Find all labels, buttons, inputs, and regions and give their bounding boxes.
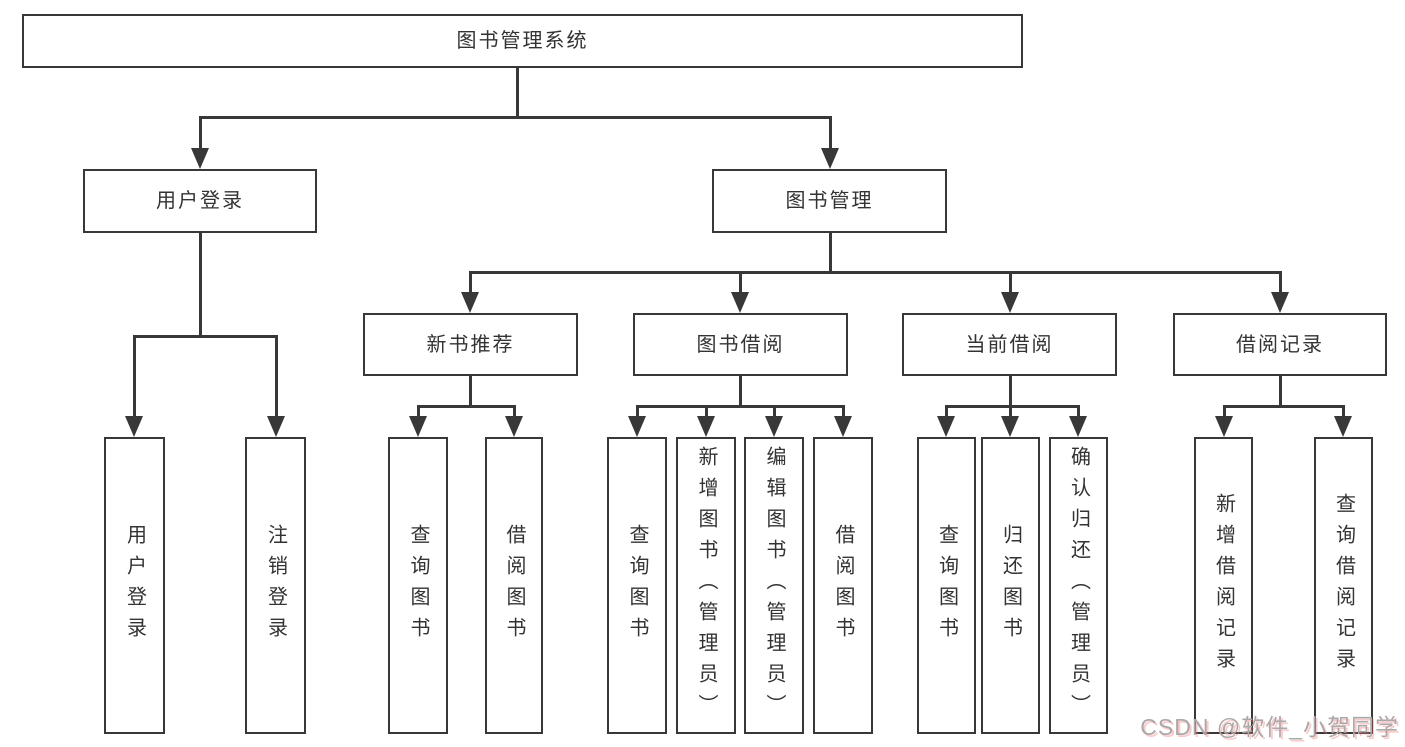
arrowhead-down-icon	[505, 416, 523, 437]
node-label: 用户登录	[156, 190, 244, 212]
connector-line	[1278, 376, 1282, 407]
connector-arrow-shaft	[635, 406, 639, 419]
node-leaf-confirm-return-admin: 确认归还（管理员）	[1049, 437, 1108, 734]
node-label: 新书推荐	[426, 333, 515, 356]
arrowhead-down-icon	[1215, 416, 1233, 437]
connector-line	[635, 404, 845, 408]
connector-arrow-shaft	[1341, 406, 1345, 419]
node-leaf-borrow-book-recommend: 借阅图书	[485, 437, 543, 734]
connector-arrow-shaft	[704, 406, 708, 419]
connector-arrow-shaft	[841, 406, 845, 419]
connector-arrow-shaft	[1222, 406, 1226, 419]
node-leaf-add-borrow-record: 新增借阅记录	[1194, 437, 1253, 734]
connector-arrow-shaft	[1008, 406, 1012, 419]
connector-line	[468, 376, 472, 407]
arrowhead-down-icon	[1334, 416, 1352, 437]
node-label: 图书管理	[785, 190, 874, 212]
node-label: 归还图书	[999, 523, 1022, 648]
node-leaf-query-book-borrowing: 查询图书	[607, 437, 667, 734]
node-label: 借阅图书	[832, 523, 854, 648]
node-label: 查询图书	[407, 523, 429, 648]
connector-arrow-shaft	[1008, 272, 1012, 295]
node-current-borrowing: 当前借阅	[902, 313, 1117, 376]
connector-line	[1008, 376, 1012, 407]
connector-arrow-shaft	[198, 117, 202, 151]
node-label: 新增借阅记录	[1212, 492, 1235, 679]
node-leaf-logout: 注销登录	[245, 437, 306, 734]
node-label: 新增图书（管理员）	[695, 446, 717, 725]
connector-arrow-shaft	[132, 336, 136, 419]
node-label: 借阅图书	[503, 523, 525, 648]
connector-line	[468, 270, 1282, 274]
node-label: 注销登录	[264, 523, 287, 648]
arrowhead-down-icon	[1069, 416, 1087, 437]
node-label: 图书借阅	[696, 333, 785, 356]
node-label: 当前借阅	[965, 333, 1054, 356]
node-book-borrowing: 图书借阅	[633, 313, 848, 376]
node-label: 查询图书	[935, 523, 958, 648]
arrowhead-down-icon	[821, 148, 839, 169]
node-leaf-query-book-current: 查询图书	[917, 437, 976, 734]
connector-line	[828, 233, 832, 273]
connector-arrow-shaft	[828, 117, 832, 151]
connector-line	[944, 404, 1080, 408]
arrowhead-down-icon	[628, 416, 646, 437]
node-label: 用户登录	[123, 523, 146, 648]
node-leaf-borrow-book-borrowing: 借阅图书	[813, 437, 873, 734]
connector-arrow-shaft	[468, 272, 472, 295]
node-label: 图书管理系统	[456, 30, 589, 52]
node-leaf-edit-book-admin: 编辑图书（管理员）	[744, 437, 804, 734]
node-label: 借阅记录	[1236, 333, 1324, 356]
node-label: 编辑图书（管理员）	[763, 446, 785, 725]
node-leaf-query-borrow-record: 查询借阅记录	[1314, 437, 1373, 734]
node-leaf-user-login: 用户登录	[104, 437, 165, 734]
arrowhead-down-icon	[461, 292, 479, 313]
connector-line	[416, 404, 516, 408]
arrowhead-down-icon	[1271, 292, 1289, 313]
connector-arrow-shaft	[772, 406, 776, 419]
arrowhead-down-icon	[765, 416, 783, 437]
node-leaf-add-book-admin: 新增图书（管理员）	[676, 437, 736, 734]
connector-arrow-shaft	[274, 336, 278, 419]
arrowhead-down-icon	[409, 416, 427, 437]
node-new-book-recommend: 新书推荐	[363, 313, 578, 376]
node-label: 查询借阅记录	[1332, 492, 1355, 679]
connector-line	[1222, 404, 1345, 408]
arrowhead-down-icon	[731, 292, 749, 313]
arrowhead-down-icon	[697, 416, 715, 437]
connector-arrow-shaft	[416, 406, 420, 419]
arrowhead-down-icon	[125, 416, 143, 437]
connector-line	[515, 68, 519, 118]
connector-line	[198, 233, 202, 338]
arrowhead-down-icon	[1001, 292, 1019, 313]
connector-arrow-shaft	[1076, 406, 1080, 419]
node-leaf-query-book-recommend: 查询图书	[388, 437, 448, 734]
arrowhead-down-icon	[1001, 416, 1019, 437]
connector-arrow-shaft	[738, 272, 742, 295]
watermark: CSDN @软件_小贺同学	[1140, 714, 1399, 740]
connector-arrow-shaft	[1278, 272, 1282, 295]
arrowhead-down-icon	[834, 416, 852, 437]
node-leaf-return-book: 归还图书	[981, 437, 1040, 734]
arrowhead-down-icon	[937, 416, 955, 437]
connector-line	[738, 376, 742, 407]
node-book-management: 图书管理	[712, 169, 947, 233]
node-borrowing-records: 借阅记录	[1173, 313, 1387, 376]
node-label: 确认归还（管理员）	[1067, 446, 1090, 725]
node-user-login: 用户登录	[83, 169, 317, 233]
node-system-root: 图书管理系统	[22, 14, 1023, 68]
arrowhead-down-icon	[191, 148, 209, 169]
connector-arrow-shaft	[512, 406, 516, 419]
arrowhead-down-icon	[267, 416, 285, 437]
connector-line	[198, 115, 832, 119]
connector-arrow-shaft	[944, 406, 948, 419]
node-label: 查询图书	[626, 523, 648, 648]
connector-line	[132, 334, 278, 338]
